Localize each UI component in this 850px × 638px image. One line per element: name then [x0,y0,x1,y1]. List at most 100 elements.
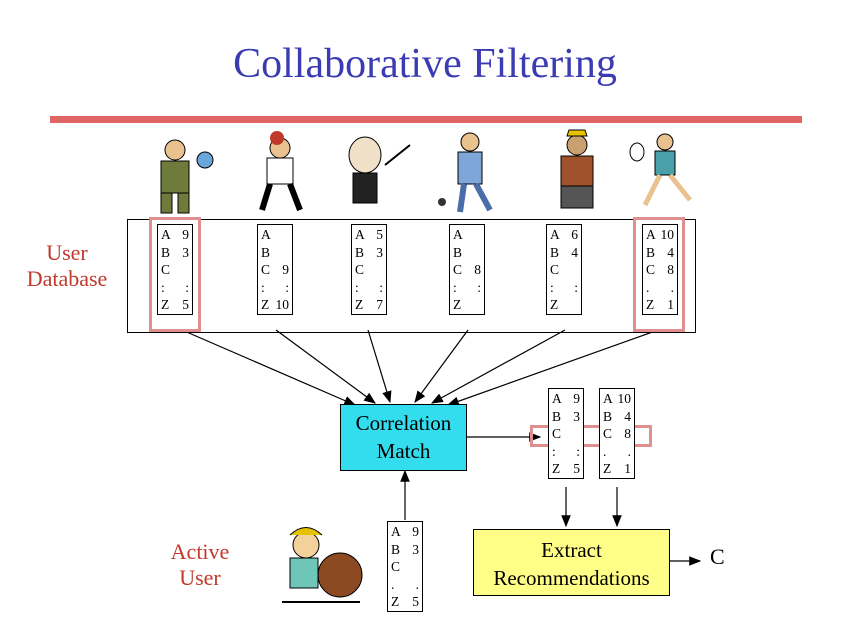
item-key: B [550,244,560,260]
item-key: C [552,426,562,441]
highlight-first-user [149,217,201,332]
vector-row: C [391,558,422,576]
item-key: Z [161,297,170,312]
item-rating: 3 [412,541,419,557]
item-key: B [646,244,656,260]
vector-row: A 10 [603,390,634,408]
item-key: B [603,408,613,424]
item-key: B [391,541,401,557]
item-key: B [355,244,365,260]
item-key: C [161,262,171,277]
item-rating: 8 [667,262,674,277]
item-rating: 9 [573,391,580,406]
item-key: : [355,279,359,295]
item-rating: 8 [474,262,481,277]
item-key: A [453,227,463,242]
item-rating: . [627,443,631,459]
person-5-icon [560,129,594,209]
item-rating: 4 [624,408,631,424]
item-rating: 4 [667,244,674,260]
vector-row: :: [550,279,581,297]
user-database-label-line-1: User [46,240,88,265]
vector-row: C [161,261,192,279]
item-key: Z [261,297,270,312]
item-key: C [391,559,401,574]
person-2-icon [259,131,303,212]
item-rating: 10 [275,297,290,312]
item-key: . [603,443,607,459]
item-rating: 10 [617,391,632,406]
item-key: Z [646,297,655,312]
vector-row: :: [355,279,386,297]
item-rating: 4 [571,244,578,260]
item-key: A [550,227,560,242]
vector-row: A [261,226,292,244]
item-rating: . [415,576,419,592]
item-key: A [603,391,613,406]
vector-row: Z [453,296,484,314]
item-key: A [161,227,171,242]
correlation-match-box: Correlation Match [340,404,467,471]
item-rating: : [574,279,578,295]
item-key: A [355,227,365,242]
item-rating: 5 [412,594,419,609]
item-key: Z [355,297,364,312]
item-key: C [453,262,463,277]
item-rating: : [379,279,383,295]
item-rating: 3 [182,244,189,260]
vector-row: Z [550,296,581,314]
item-key: B [453,244,463,260]
item-rating: 7 [376,297,383,312]
item-key: . [391,576,395,592]
item-key: C [550,262,560,277]
vector-row: :: [261,279,292,297]
item-key: B [552,408,562,424]
extract-recommendations-line-1: Extract [541,538,602,562]
item-key: : [552,443,556,459]
vector-row: .. [646,279,677,297]
person-6-icon [629,133,692,207]
person-4-icon [438,132,493,213]
vector-row: A [453,226,484,244]
item-rating: : [576,443,580,459]
item-key: : [161,279,165,295]
item-rating: 9 [282,262,289,277]
item-key: B [161,244,171,260]
vector-row: B [453,244,484,262]
item-key: Z [550,297,559,312]
item-rating: : [285,279,289,295]
vector-row: C [355,261,386,279]
item-rating: 6 [571,227,578,242]
item-rating: 5 [573,461,580,476]
item-key: A [552,391,562,406]
vector-row: .. [603,443,634,461]
item-key: C [355,262,365,277]
item-key: C [646,262,656,277]
vector-row: Z 10 [261,296,292,314]
item-rating: 10 [660,227,675,242]
item-key: A [261,227,271,242]
item-rating: 5 [376,227,383,242]
extract-recommendations-line-2: Recommendations [493,566,650,590]
item-key: C [603,426,613,441]
item-key: Z [453,297,462,312]
extract-recommendations-box: Extract Recommendations [473,529,670,596]
